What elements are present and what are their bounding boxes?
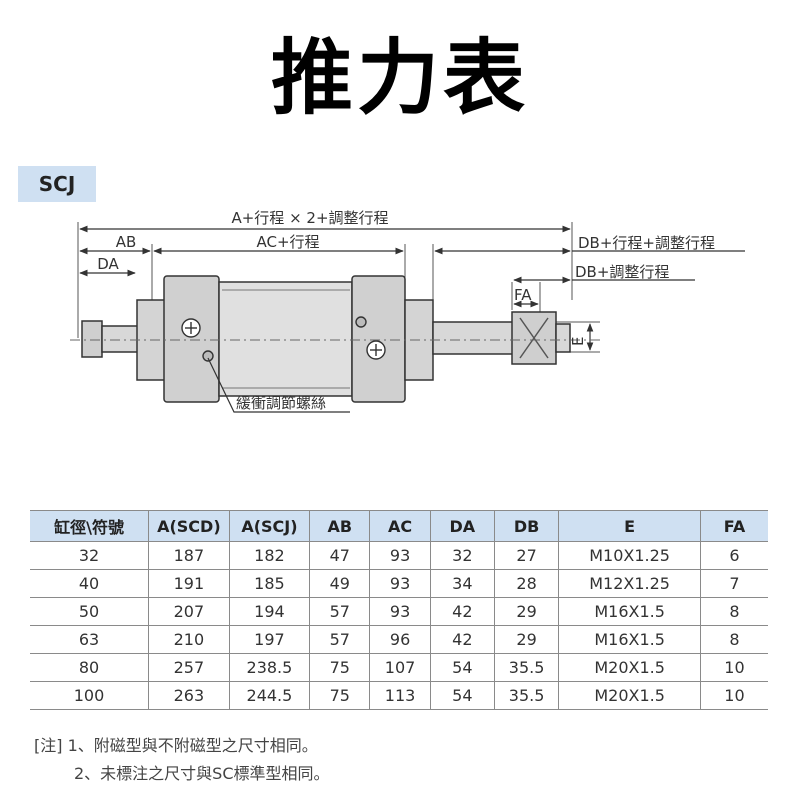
dim-db-adjust-label: DB+調整行程 [575, 263, 669, 281]
col-header-a-scj: A(SCJ) [228, 510, 311, 542]
page-title: 推力表 [270, 31, 529, 126]
dim-ab-label: AB [116, 233, 137, 251]
table-cell: 187 [148, 541, 230, 570]
table-cell: 29 [493, 625, 560, 654]
table-cell: 54 [429, 681, 495, 710]
table-cell: M20X1.5 [558, 681, 701, 710]
table-cell: 8 [699, 625, 768, 654]
table-cell: 8 [699, 597, 768, 626]
col-header-da: DA [429, 510, 495, 542]
note-line-1: [注] 1、附磁型與不附磁型之尺寸相同。 [34, 736, 318, 755]
model-tab: SCJ [18, 166, 96, 202]
table-cell: 42 [429, 597, 495, 626]
table-row: 100 263 244.5 75 113 54 35.5 M20X1.5 10 [30, 681, 768, 710]
cylinder-tube [218, 281, 353, 397]
dimension-lines [79, 225, 745, 351]
table-cell: 93 [369, 597, 431, 626]
table-cell: 27 [493, 541, 560, 570]
dim-total-label: A+行程 × 2+調整行程 [231, 209, 388, 227]
col-header-fa: FA [699, 510, 768, 542]
table-cell: M20X1.5 [558, 653, 701, 682]
ports [181, 316, 386, 362]
note-line-2: 2、未標注之尺寸與SC標準型相同。 [74, 764, 330, 783]
table-cell: 191 [148, 569, 230, 598]
table-cell: 7 [699, 569, 768, 598]
table-cell: 6 [699, 541, 768, 570]
dim-fa-label: FA [514, 286, 532, 304]
table-cell: 263 [148, 681, 230, 710]
table-cell: 238.5 [228, 653, 311, 682]
table-cell: 93 [369, 569, 431, 598]
table-cell: 113 [369, 681, 431, 710]
table-cell: 54 [429, 653, 495, 682]
cushion-leader [207, 357, 350, 413]
col-header-ab: AB [309, 510, 371, 542]
table-cell: M16X1.5 [558, 625, 701, 654]
table-cell: 63 [30, 625, 150, 654]
col-header-bore: 缸徑\符號 [30, 510, 150, 542]
col-header-a-scd: A(SCD) [148, 510, 230, 542]
table-cell: 28 [493, 569, 560, 598]
table-cell: 182 [228, 541, 311, 570]
table-cell: 57 [309, 625, 371, 654]
table-cell: 10 [699, 681, 768, 710]
table-cell: 210 [148, 625, 230, 654]
table-row: 50 207 194 57 93 42 29 M16X1.5 8 [30, 597, 768, 626]
rod-nut-left [81, 320, 103, 358]
table-cell: 75 [309, 681, 371, 710]
table-cell: M16X1.5 [558, 597, 701, 626]
dim-e-label: E [569, 337, 587, 346]
col-header-db: DB [493, 510, 560, 542]
dim-ac-label: AC+行程 [256, 233, 319, 251]
table-cell: 197 [228, 625, 311, 654]
cushion-screw-rear [355, 316, 367, 328]
table-cell: 47 [309, 541, 371, 570]
dim-db-stroke-label: DB+行程+調整行程 [578, 234, 715, 252]
table-cell: 96 [369, 625, 431, 654]
table-cell: 107 [369, 653, 431, 682]
table-cell: M10X1.25 [558, 541, 701, 570]
rod-left [101, 325, 139, 353]
table-cell: 34 [429, 569, 495, 598]
notes: [注] 1、附磁型與不附磁型之尺寸相同。 2、未標注之尺寸與SC標準型相同。 [34, 732, 330, 788]
table-cell: 42 [429, 625, 495, 654]
extension-lines [77, 222, 600, 353]
table-cell: 57 [309, 597, 371, 626]
table-cell: 35.5 [493, 653, 560, 682]
table-cell: 244.5 [228, 681, 311, 710]
table-cell: 49 [309, 569, 371, 598]
table-cell: 257 [148, 653, 230, 682]
col-header-ac: AC [369, 510, 431, 542]
table-row: 40 191 185 49 93 34 28 M12X1.25 7 [30, 569, 768, 598]
rod-right [432, 321, 514, 355]
table-cell: 50 [30, 597, 150, 626]
table-cell: 185 [228, 569, 311, 598]
table-cell: 207 [148, 597, 230, 626]
table-cell: 194 [228, 597, 311, 626]
spec-table: 缸徑\符號 A(SCD) A(SCJ) AB AC DA DB E FA 32 … [30, 510, 768, 710]
cushion-screw-front [202, 350, 214, 362]
cushion-screw-label: 緩衝調節螺絲 [236, 394, 326, 412]
table-cell: 100 [30, 681, 150, 710]
table-cell: 93 [369, 541, 431, 570]
table-row: 32 187 182 47 93 32 27 M10X1.25 6 [30, 541, 768, 570]
table-row: 80 257 238.5 75 107 54 35.5 M20X1.5 10 [30, 653, 768, 682]
table-cell: 35.5 [493, 681, 560, 710]
table-cell: 32 [30, 541, 150, 570]
rear-cover [351, 275, 406, 403]
table-cell: 40 [30, 569, 150, 598]
cylinder-body [81, 275, 571, 403]
table-row: 63 210 197 57 96 42 29 M16X1.5 8 [30, 625, 768, 654]
dim-da-label: DA [97, 255, 119, 273]
table-cell: 10 [699, 653, 768, 682]
table-cell: 29 [493, 597, 560, 626]
front-cover [163, 275, 220, 403]
col-header-e: E [558, 510, 701, 542]
table-header-row: 缸徑\符號 A(SCD) A(SCJ) AB AC DA DB E FA [30, 510, 768, 542]
table-cell: 32 [429, 541, 495, 570]
table-cell: 75 [309, 653, 371, 682]
table-cell: M12X1.25 [558, 569, 701, 598]
table-cell: 80 [30, 653, 150, 682]
cylinder-diagram: A+行程 × 2+調整行程 AB AC+行程 DA DB+行程+調整行程 DB+… [70, 209, 745, 413]
